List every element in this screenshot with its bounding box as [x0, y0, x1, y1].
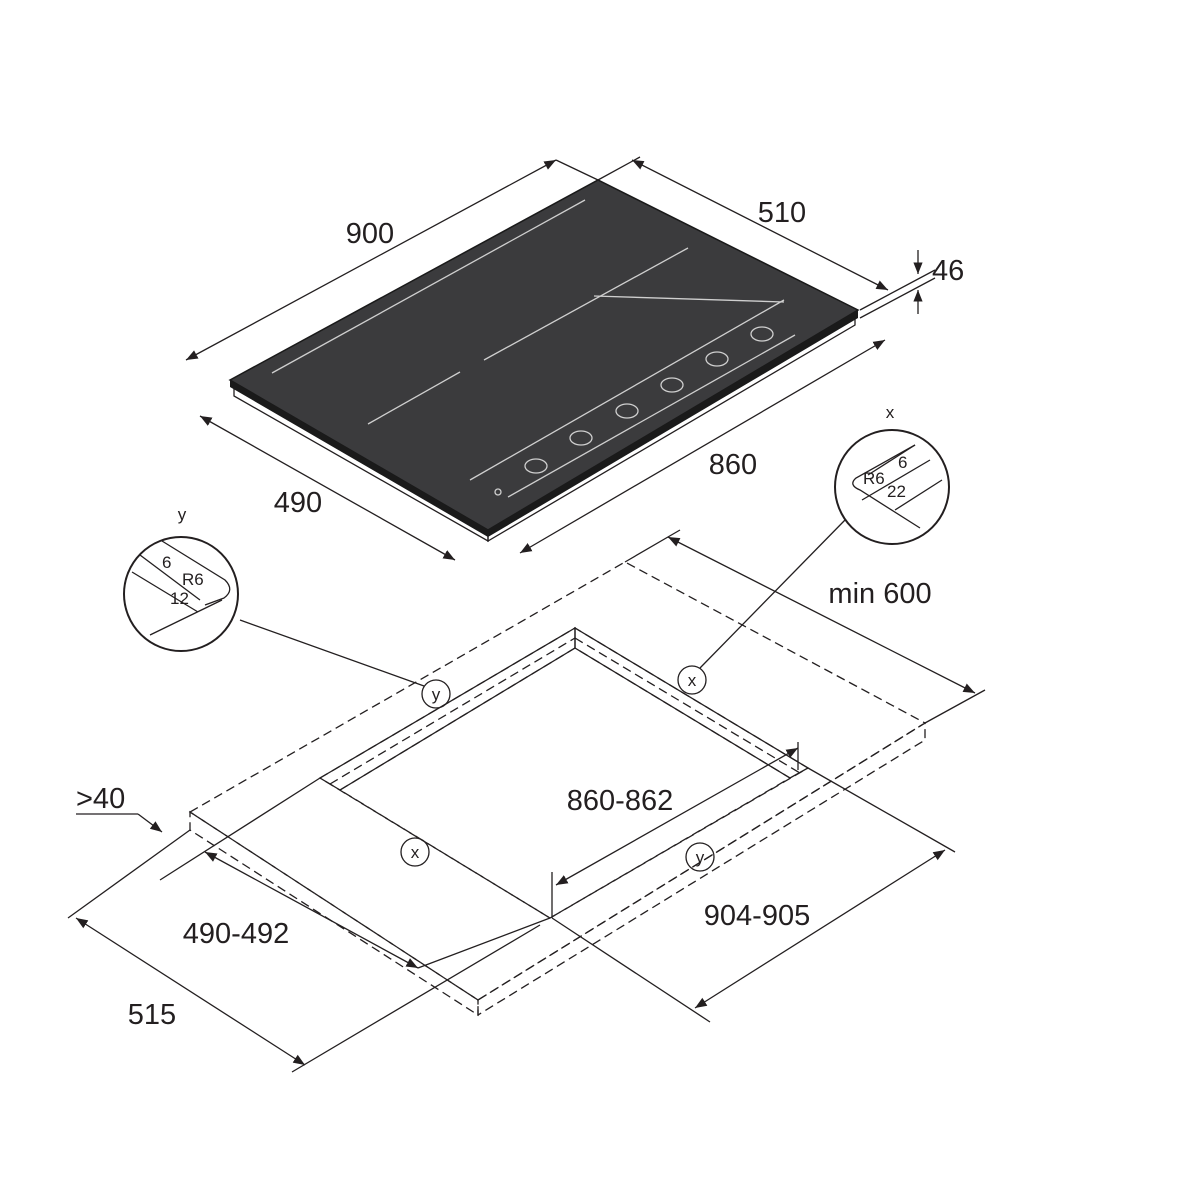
dim-904-905: 904-905: [551, 767, 956, 1023]
svg-text:min 600: min 600: [828, 578, 931, 610]
svg-text:6: 6: [162, 553, 171, 572]
cutout-recess-right: [574, 626, 810, 779]
svg-text:46: 46: [932, 255, 964, 287]
marker-x-left: x: [400, 837, 430, 867]
dim-510: 510: [597, 156, 889, 291]
dim-490-492: 490-492: [159, 777, 551, 969]
dim-front-clearance: >40: [76, 783, 163, 833]
detail-y: y 6 R6 12: [123, 505, 239, 652]
svg-text:515: 515: [128, 999, 176, 1031]
svg-text:y: y: [178, 505, 187, 524]
svg-text:900: 900: [346, 218, 394, 250]
cutout-opening: [338, 647, 792, 919]
countertop-right-edge: [477, 721, 926, 1017]
svg-text:R6: R6: [863, 469, 885, 488]
svg-text:6: 6: [898, 453, 907, 472]
cutout-recess-back: [318, 626, 576, 791]
countertop-front-edge: [189, 810, 479, 1017]
svg-text:510: 510: [758, 197, 806, 229]
svg-text:860-862: 860-862: [567, 785, 673, 817]
countertop: [188, 561, 927, 1017]
cooktop-glass: [228, 179, 860, 531]
dim-min-600: min 600: [624, 529, 986, 724]
dim-860: 860: [519, 339, 886, 554]
marker-y-back: y: [421, 679, 451, 709]
dim-860-862: 860-862: [551, 742, 799, 918]
svg-text:490: 490: [274, 487, 322, 519]
dim-515: 515: [67, 829, 541, 1073]
svg-text:R6: R6: [182, 570, 204, 589]
countertop-surface: [188, 561, 927, 1001]
detail-x: x R6 6 22: [834, 403, 950, 545]
dim-490: 490: [199, 415, 456, 561]
svg-text:x: x: [886, 403, 895, 422]
dim-46: 46: [859, 250, 964, 319]
svg-text:12: 12: [170, 589, 189, 608]
svg-text:x: x: [411, 843, 420, 862]
svg-text:904-905: 904-905: [704, 900, 810, 932]
svg-text:y: y: [432, 685, 441, 704]
dim-900: 900: [185, 159, 599, 361]
svg-text:22: 22: [887, 482, 906, 501]
svg-text:490-492: 490-492: [183, 918, 289, 950]
marker-x-right: x: [677, 665, 707, 695]
svg-text:y: y: [696, 848, 705, 867]
svg-text:x: x: [688, 671, 697, 690]
svg-text:>40: >40: [76, 783, 125, 815]
svg-text:860: 860: [709, 449, 757, 481]
